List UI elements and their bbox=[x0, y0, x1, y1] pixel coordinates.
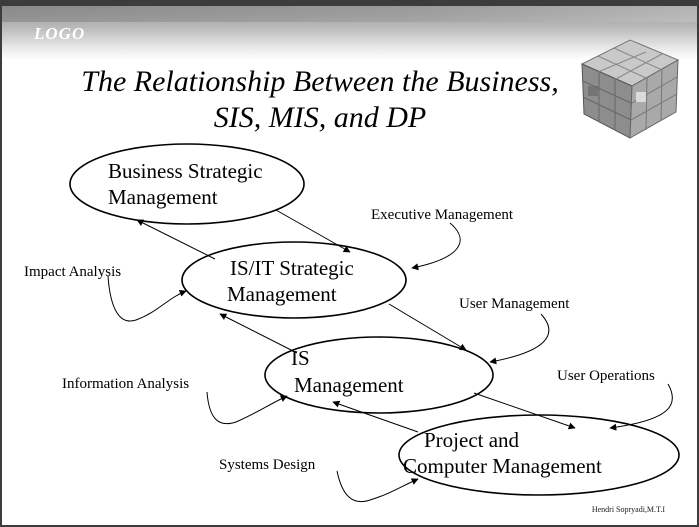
arrow-project-to-is bbox=[332, 400, 419, 433]
node-project-line2: Computer Management bbox=[403, 454, 602, 478]
label-systems-design: Systems Design bbox=[219, 457, 316, 473]
label-executive-management: Executive Management bbox=[371, 207, 514, 223]
arrow-systems-design-curve bbox=[336, 470, 419, 502]
frame-left bbox=[0, 0, 2, 527]
arrow-business-to-isit bbox=[275, 209, 351, 253]
node-isit-ellipse bbox=[181, 241, 407, 319]
slide-title: The Relationship Between the Business, S… bbox=[40, 64, 600, 136]
footer-author: Hendri Sopryadi,M.T.I bbox=[591, 505, 665, 514]
arrow-executive-curve bbox=[411, 222, 461, 271]
node-business-ellipse bbox=[69, 143, 305, 225]
node-business-line1: Business Strategic bbox=[108, 159, 263, 183]
label-impact-analysis: Impact Analysis bbox=[24, 264, 121, 280]
node-isit-line2: Management bbox=[227, 282, 337, 306]
node-is-line2: Management bbox=[294, 373, 404, 397]
node-business-line2: Management bbox=[108, 185, 218, 209]
cube-icon bbox=[580, 39, 680, 139]
node-project-line1: Project and bbox=[424, 428, 520, 452]
label-information-analysis: Information Analysis bbox=[62, 376, 189, 392]
node-isit-line1: IS/IT Strategic bbox=[230, 256, 354, 280]
title-line-1: The Relationship Between the Business, bbox=[81, 65, 559, 98]
label-user-management: User Management bbox=[459, 296, 570, 312]
arrow-user-ops-curve bbox=[609, 383, 673, 431]
logo-text: LOGO bbox=[34, 24, 86, 43]
arrow-is-to-project bbox=[473, 392, 576, 430]
arrow-isit-to-business bbox=[136, 219, 216, 260]
frame-bottom bbox=[0, 525, 699, 527]
arrow-isit-to-is bbox=[388, 303, 467, 351]
frame-right bbox=[697, 0, 699, 527]
node-is-line1: IS bbox=[291, 346, 310, 370]
frame-top bbox=[0, 0, 699, 6]
title-line-2: SIS, MIS, and DP bbox=[213, 101, 427, 134]
arrow-info-analysis-curve bbox=[206, 391, 288, 424]
arrow-is-to-isit bbox=[219, 313, 298, 354]
arrow-impact-curve bbox=[107, 275, 187, 322]
arrow-user-mgmt-curve bbox=[489, 313, 550, 365]
label-user-operations: User Operations bbox=[557, 368, 655, 384]
node-is-ellipse bbox=[264, 336, 494, 414]
